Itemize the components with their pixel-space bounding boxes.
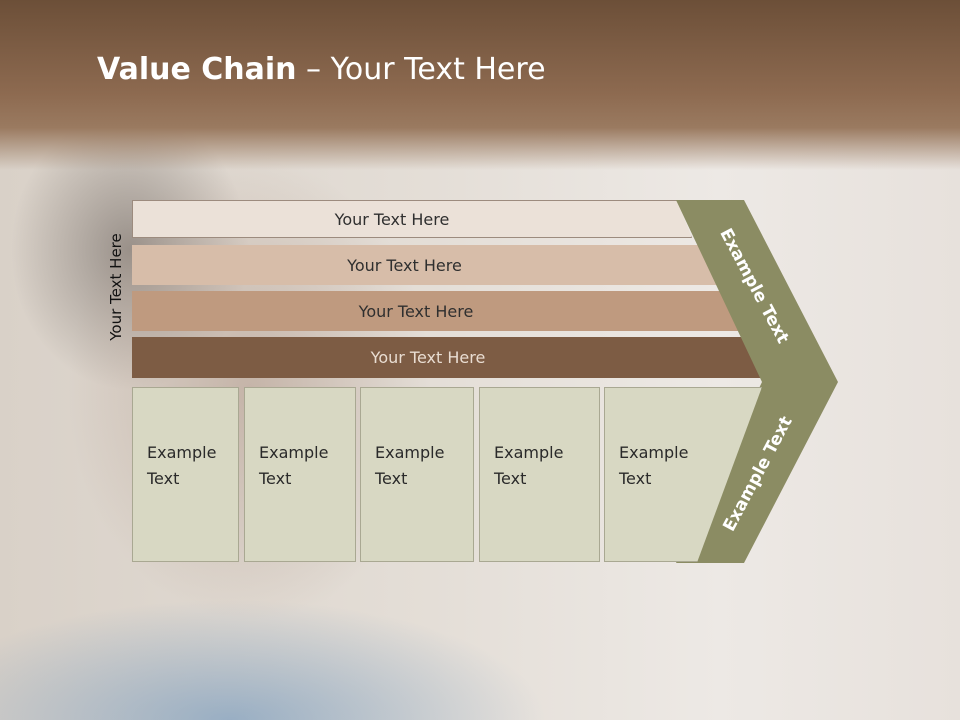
- example-box-3: Example Text: [360, 387, 474, 562]
- box-1-line1: Example: [147, 443, 217, 462]
- box-3-line1: Example: [375, 443, 445, 462]
- title-band: [0, 0, 960, 170]
- box-3-line2: Text: [375, 469, 408, 488]
- slide-title: Value Chain – Your Text Here: [97, 52, 546, 87]
- bar-4: Your Text Here: [132, 337, 764, 378]
- bar-1-label: Your Text Here: [334, 209, 450, 229]
- box-5-line2: Text: [619, 469, 652, 488]
- example-box-2: Example Text: [244, 387, 356, 562]
- box-2-line1: Example: [259, 443, 329, 462]
- box-2-line2: Text: [259, 469, 292, 488]
- bar-2: Your Text Here: [132, 245, 717, 285]
- bar-2-label: Your Text Here: [347, 255, 462, 275]
- title-bold: Value Chain: [97, 52, 297, 87]
- box-4-line2: Text: [494, 469, 527, 488]
- example-box-1: Example Text: [132, 387, 239, 562]
- bar-4-label: Your Text Here: [370, 348, 486, 367]
- title-rest: – Your Text Here: [296, 52, 546, 87]
- bar-1: Your Text Here: [132, 200, 692, 238]
- box-4-line1: Example: [494, 443, 564, 462]
- example-box-4: Example Text: [479, 387, 600, 562]
- bar-3: Your Text Here: [132, 291, 740, 331]
- bar-3-label: Your Text Here: [358, 301, 474, 321]
- chevron-shape: [676, 200, 838, 563]
- box-5-line1: Example: [619, 443, 689, 462]
- box-1-line2: Text: [147, 469, 180, 488]
